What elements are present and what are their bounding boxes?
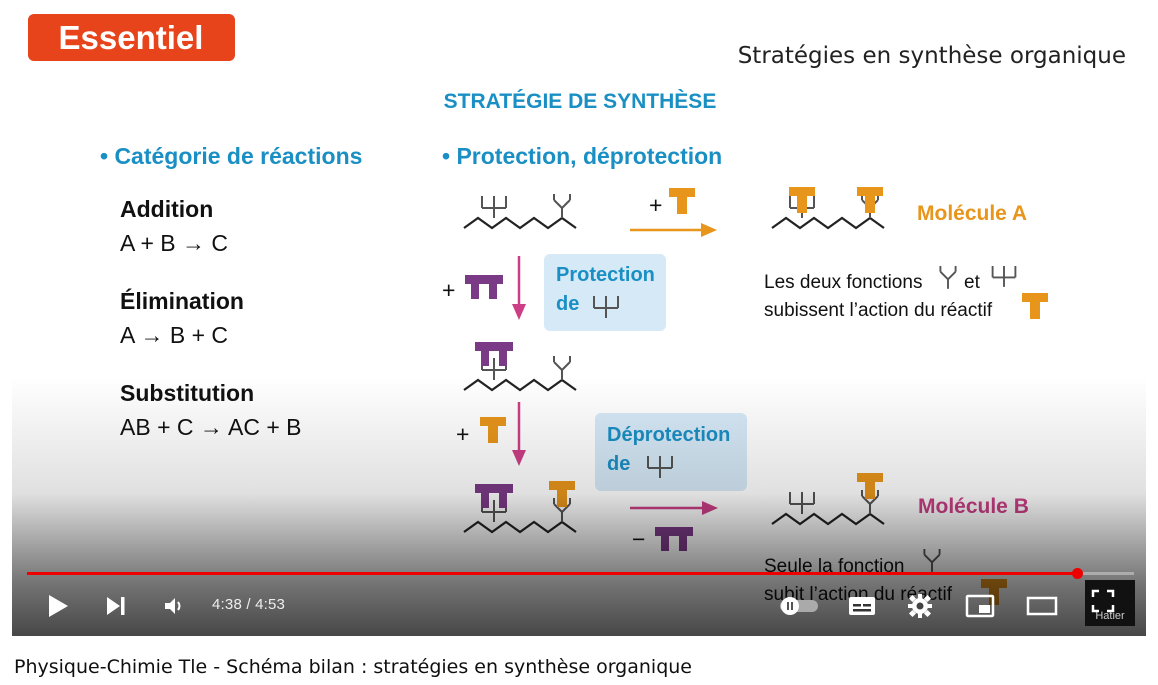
miniplayer-button[interactable] [960, 584, 1000, 628]
chapter-title: Stratégies en synthèse organique [738, 43, 1126, 69]
intermediate-molecule [462, 481, 578, 534]
deprotection-box-line1: Déprotection [607, 424, 730, 446]
settings-button[interactable] [900, 584, 940, 628]
channel-watermark[interactable]: Hatier [1085, 580, 1135, 626]
progress-scrubber[interactable] [1072, 568, 1084, 579]
orange-t-reagent-icon [669, 188, 695, 214]
time-display: 4:38 / 4:53 [212, 596, 285, 613]
molecule-a-label: Molécule A [917, 202, 1027, 225]
volume-button[interactable] [156, 584, 192, 628]
essentiel-badge [28, 14, 235, 61]
progress-bar[interactable] [27, 568, 1134, 579]
play-icon [49, 595, 68, 617]
next-button[interactable] [98, 584, 134, 628]
subtitles-button[interactable] [842, 584, 882, 628]
fullscreen-icon [1091, 589, 1115, 613]
y-function-icon [923, 548, 941, 573]
molecule-b-structure [770, 473, 886, 526]
volume-icon [165, 598, 181, 614]
progress-fill [27, 572, 1078, 575]
reaction-equation-addition: A + B → C [120, 230, 228, 256]
time-separator: / [242, 596, 256, 613]
magenta-arrow-down-1 [512, 256, 526, 320]
main-heading: STRATÉGIE DE SYNTHÈSE [444, 90, 717, 113]
molecule-a-desc-part1: Les deux fonctions [764, 272, 922, 293]
slide-content: Essentiel Stratégies en synthèse organiq… [28, 14, 1126, 605]
video-title: Physique-Chimie Tle - Schéma bilan : str… [14, 656, 692, 678]
plus-sign-protection: + [442, 277, 455, 303]
deprotection-box-line2: de [607, 453, 630, 475]
subtitles-icon [849, 597, 875, 615]
autoplay-toggle[interactable] [774, 584, 824, 628]
purple-pi-reagent-icon [465, 275, 503, 299]
protection-box-line2: de [556, 293, 579, 315]
y-function-icon [939, 265, 957, 290]
duration: 4:53 [255, 596, 286, 613]
video-player[interactable]: Essentiel Stratégies en synthèse organiq… [12, 0, 1146, 636]
reaction-name-elimination: Élimination [120, 287, 244, 314]
theater-icon [1026, 596, 1058, 616]
settings-icon [908, 594, 932, 618]
control-bar: 4:38 / 4:53 [12, 584, 1146, 628]
minus-sign: − [632, 526, 645, 552]
miniplayer-icon [965, 594, 995, 618]
orange-t-reagent-icon [480, 417, 506, 443]
next-icon [107, 597, 125, 615]
molecule-a-structure [770, 187, 886, 230]
molecule-a-desc-part2: et [964, 272, 981, 293]
watermark-label: Hatier [1095, 610, 1125, 622]
purple-pi-reagent-icon [655, 527, 693, 551]
plus-sign-top: + [649, 192, 662, 218]
current-time: 4:38 [212, 596, 242, 613]
molecule-a-desc-line2: subissent l’action du réactif [764, 300, 993, 321]
left-section-heading: • Catégorie de réactions [100, 143, 362, 169]
orange-t-reagent-icon [1022, 293, 1048, 319]
starting-molecule [462, 193, 578, 230]
protection-box [544, 254, 666, 331]
protection-box-line1: Protection [556, 264, 655, 286]
plus-sign-second: + [456, 421, 469, 447]
right-section-heading: • Protection, déprotection [442, 143, 722, 169]
orange-arrow [630, 223, 717, 237]
fullscreen-button[interactable] [1088, 586, 1118, 616]
autoplay-toggle-icon [780, 597, 818, 615]
reaction-name-addition: Addition [120, 196, 213, 222]
play-button[interactable] [40, 584, 76, 628]
reaction-equation-elimination: A → B + C [120, 322, 228, 348]
reaction-name-substitution: Substitution [120, 380, 254, 406]
theater-mode-button[interactable] [1020, 584, 1064, 628]
fork-function-icon [991, 265, 1017, 288]
magenta-arrow-down-2 [512, 402, 526, 466]
protected-molecule [462, 342, 578, 392]
reaction-equation-substitution: AB + C → AC + B [120, 414, 302, 440]
essentiel-badge-label: Essentiel [59, 19, 204, 56]
molecule-b-label: Molécule B [918, 495, 1029, 518]
magenta-arrow-right [630, 501, 718, 515]
